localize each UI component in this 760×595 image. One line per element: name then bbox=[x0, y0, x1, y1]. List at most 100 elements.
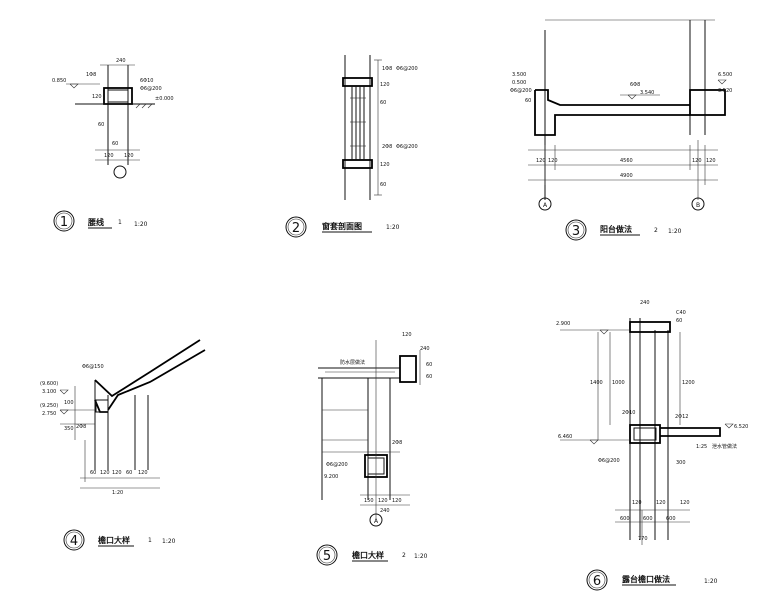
level-label: 0.500 bbox=[512, 80, 526, 86]
detail-title: 檐口大样 bbox=[98, 535, 130, 545]
rebar-label: 2Φ8 bbox=[392, 440, 402, 446]
dim-label: 60 bbox=[380, 182, 386, 188]
rebar-label: 6Φ8 bbox=[630, 82, 640, 88]
detail-title: 檐口大样 bbox=[352, 550, 384, 560]
detail-number: 3 bbox=[572, 224, 580, 239]
rebar-label: 2Φ8 bbox=[382, 144, 392, 150]
detail-5: A 防水层做法 120 240 60 60 2Φ8 Φ6@200 9.200 1… bbox=[316, 332, 432, 566]
dim-label: 600 bbox=[620, 516, 630, 522]
dim-label: 120 bbox=[124, 153, 134, 159]
dim-label: 120 bbox=[656, 500, 666, 506]
dim-label: 60 bbox=[112, 141, 118, 147]
detail-1: 0.850 1Φ8 240 6Φ10 Φ6@200 ±0.000 120 60 … bbox=[52, 58, 174, 232]
detail-scale: 1:20 bbox=[162, 538, 176, 545]
dim-label: 120 bbox=[536, 158, 546, 164]
detail-title: 露台檐口做法 bbox=[622, 574, 670, 584]
dim-label: 120 bbox=[680, 500, 690, 506]
dim-label: 240 bbox=[380, 508, 390, 514]
dim-label: 300 bbox=[676, 460, 686, 466]
detail-scale: 1:20 bbox=[668, 228, 682, 235]
detail-index: 2 bbox=[654, 227, 658, 234]
rebar-label: C40 bbox=[676, 310, 686, 316]
detail-title: 阳台做法 bbox=[600, 224, 632, 234]
dim-label: 120 bbox=[104, 153, 114, 159]
rebar-label: Φ6@150 bbox=[82, 364, 104, 370]
dim-label: 120 bbox=[392, 498, 402, 504]
rebar-label: 1Φ8 bbox=[382, 66, 392, 72]
dim-label: 100 bbox=[64, 400, 74, 406]
rebar-label: Φ6@200 bbox=[326, 462, 348, 468]
rebar-label: 2Φ10 bbox=[622, 410, 635, 416]
dim-label: 120 bbox=[378, 498, 388, 504]
dim-label: 240 bbox=[116, 58, 126, 64]
level-label: 0.850 bbox=[52, 78, 66, 84]
rebar-label: 2Φ8 bbox=[76, 424, 86, 430]
dim-label: 4560 bbox=[620, 158, 633, 164]
dim-label: 60 bbox=[525, 98, 531, 104]
dim-label: 60 bbox=[98, 122, 104, 128]
dim-label: 120 bbox=[380, 82, 390, 88]
detail-scale: 1:20 bbox=[386, 224, 400, 231]
rebar-label: 1Φ8 bbox=[86, 72, 96, 78]
detail-title: 腰线 bbox=[87, 217, 104, 227]
level-label: 6.500 bbox=[718, 72, 732, 78]
dim-label: 120 bbox=[380, 162, 390, 168]
level-label: 2.750 bbox=[42, 411, 56, 417]
dim-label: 120 bbox=[112, 470, 122, 476]
dim-label: 60 bbox=[426, 362, 432, 368]
dim-label: 60 bbox=[380, 100, 386, 106]
level-label: 3.540 bbox=[640, 90, 654, 96]
detail-number: 2 bbox=[292, 221, 300, 236]
dim-label: 120 bbox=[632, 500, 642, 506]
dim-label: 1400 bbox=[590, 380, 603, 386]
dim-label: 60 bbox=[90, 470, 96, 476]
dim-label: 240 bbox=[420, 346, 430, 352]
dim-label: 1000 bbox=[612, 380, 625, 386]
dim-label: 60 bbox=[676, 318, 682, 324]
dim-label: 350 bbox=[64, 426, 74, 432]
axis-label: A bbox=[543, 202, 548, 209]
level-label: (9.250) bbox=[40, 403, 58, 409]
dim-label: 4900 bbox=[620, 173, 633, 179]
detail-scale: 1:20 bbox=[704, 578, 718, 585]
detail-scale: 1:20 bbox=[134, 221, 148, 228]
detail-index: 1 bbox=[118, 219, 122, 226]
dim-label: 120 bbox=[92, 94, 102, 100]
dim-label: 1:20 bbox=[112, 490, 123, 496]
rebar-label: Φ6@200 bbox=[140, 86, 162, 92]
level-label: 3.100 bbox=[42, 389, 56, 395]
dim-label: 600 bbox=[666, 516, 676, 522]
detail-number: 5 bbox=[323, 549, 331, 564]
rebar-label: Φ6@200 bbox=[396, 66, 418, 72]
detail-6: 2.900 240 C40 60 1000 1200 1400 2Φ10 2Φ1… bbox=[556, 300, 748, 591]
note-label: 防水层做法 bbox=[340, 359, 365, 366]
detail-number: 6 bbox=[593, 574, 601, 589]
level-label: 6.520 bbox=[734, 424, 748, 430]
rebar-label: Φ6@200 bbox=[510, 88, 532, 94]
dim-label: 120 bbox=[548, 158, 558, 164]
level-label: 9.200 bbox=[324, 474, 338, 480]
detail-number: 1 bbox=[60, 215, 68, 230]
detail-index: 1 bbox=[148, 537, 152, 544]
level-label: 2.900 bbox=[556, 321, 570, 327]
dim-label: 150 bbox=[364, 498, 374, 504]
axis-label: B bbox=[696, 202, 700, 209]
dim-label: 60 bbox=[126, 470, 132, 476]
rebar-label: Φ6@200 bbox=[396, 144, 418, 150]
detail-number: 4 bbox=[70, 534, 78, 549]
detail-3: A B 3.500 0.500 Φ6@200 6Φ8 3.540 3.520 6… bbox=[510, 19, 732, 241]
level-label: (9.600) bbox=[40, 381, 58, 387]
slope-label: 1:25 bbox=[696, 444, 707, 450]
dim-label: 1200 bbox=[682, 380, 695, 386]
note-label: 泄水管做法 bbox=[712, 443, 737, 450]
dim-label: 120 bbox=[402, 332, 412, 338]
detail-scale: 1:20 bbox=[414, 553, 428, 560]
detail-2: 1Φ8 Φ6@200 2Φ8 Φ6@200 120 60 120 60 2 窗套… bbox=[285, 55, 418, 238]
level-label: 3.520 bbox=[718, 88, 732, 94]
dim-label: 770 bbox=[638, 536, 648, 542]
detail-title: 窗套剖面图 bbox=[322, 221, 362, 231]
axis-label: A bbox=[374, 518, 379, 525]
dim-label: 120 bbox=[100, 470, 110, 476]
dim-label: 60 bbox=[426, 374, 432, 380]
